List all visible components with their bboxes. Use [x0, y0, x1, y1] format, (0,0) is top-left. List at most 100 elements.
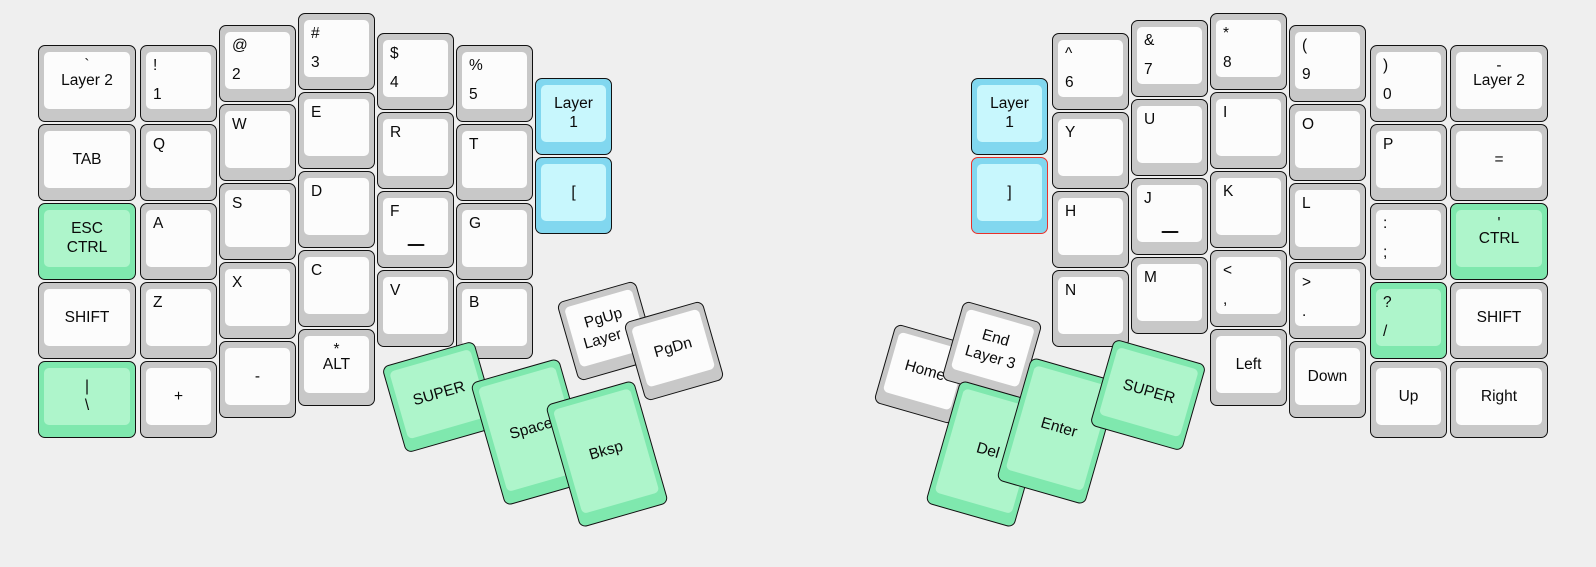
key-[interactable]: [: [535, 157, 612, 234]
key-label: I: [1223, 104, 1228, 121]
key-label: 6: [1065, 74, 1074, 92]
key-layer-1[interactable]: Layer 1: [535, 78, 612, 155]
key-t[interactable]: T: [456, 124, 533, 201]
key-9[interactable]: (9: [1289, 25, 1366, 102]
key-face: K: [1216, 178, 1281, 235]
thumb-key-bksp[interactable]: Bksp: [545, 379, 669, 529]
key-label: 1: [153, 86, 162, 104]
key-ctrl[interactable]: 'CTRL: [1450, 203, 1548, 280]
key-u[interactable]: U: [1131, 99, 1208, 176]
key-2[interactable]: @2: [219, 25, 296, 102]
key-face: ESC CTRL: [44, 210, 130, 267]
key-1[interactable]: !1: [140, 45, 217, 122]
key-[interactable]: >.: [1289, 262, 1366, 339]
key-[interactable]: +: [140, 361, 217, 438]
key-face: ?/: [1376, 289, 1441, 346]
key-face: P: [1376, 131, 1441, 188]
key-shift[interactable]: SHIFT: [1450, 282, 1548, 359]
key-face: >.: [1295, 269, 1360, 326]
key-face: B: [462, 289, 527, 346]
key-d[interactable]: D: [298, 171, 375, 248]
key-label: 7: [1144, 61, 1153, 79]
key-label: >: [1302, 274, 1312, 291]
key-label: ': [1497, 215, 1501, 232]
key-[interactable]: ?/: [1370, 282, 1447, 359]
key-layer-2[interactable]: `Layer 2: [38, 45, 136, 122]
key-right[interactable]: Right: [1450, 361, 1548, 438]
key-layer-1[interactable]: Layer 1: [971, 78, 1048, 155]
key-label: Layer 1: [990, 94, 1029, 132]
key-8[interactable]: *8: [1210, 13, 1287, 90]
key-shift[interactable]: SHIFT: [38, 282, 136, 359]
key-n[interactable]: N: [1052, 270, 1129, 347]
key-5[interactable]: %5: [456, 45, 533, 122]
key-3[interactable]: #3: [298, 13, 375, 90]
key-[interactable]: -: [219, 341, 296, 418]
key-e[interactable]: E: [298, 92, 375, 169]
key-z[interactable]: Z: [140, 282, 217, 359]
key-label: &: [1144, 32, 1155, 49]
key-c[interactable]: C: [298, 250, 375, 327]
key-esc-ctrl[interactable]: ESC CTRL: [38, 203, 136, 280]
key-label: End Layer 3: [963, 326, 1018, 373]
key-label: Enter: [1038, 414, 1080, 441]
key-up[interactable]: Up: [1370, 361, 1447, 438]
key-i[interactable]: I: [1210, 92, 1287, 169]
key-label: :: [1383, 215, 1388, 232]
key-label: M: [1144, 269, 1157, 286]
key-[interactable]: | \: [38, 361, 136, 438]
key-label: 8: [1223, 54, 1232, 72]
key-l[interactable]: L: [1289, 183, 1366, 260]
key-v[interactable]: V: [377, 270, 454, 347]
key-[interactable]: ]: [971, 157, 1048, 234]
key-[interactable]: =: [1450, 124, 1548, 201]
key-face: E: [304, 99, 369, 156]
key-face: M: [1137, 264, 1202, 321]
key-a[interactable]: A: [140, 203, 217, 280]
key-f[interactable]: F: [377, 191, 454, 268]
key-j[interactable]: J: [1131, 178, 1208, 255]
key-face: X: [225, 269, 290, 326]
key-o[interactable]: O: [1289, 104, 1366, 181]
key-label: -: [254, 367, 261, 385]
key-label: *: [1223, 25, 1230, 42]
key-label: N: [1065, 282, 1077, 299]
key-y[interactable]: Y: [1052, 112, 1129, 189]
key-0[interactable]: )0: [1370, 45, 1447, 122]
key-label: X: [232, 274, 243, 291]
key-layer-2[interactable]: -Layer 2: [1450, 45, 1548, 122]
key-r[interactable]: R: [377, 112, 454, 189]
key-face: @2: [225, 32, 290, 89]
key-[interactable]: :;: [1370, 203, 1447, 280]
key-left[interactable]: Left: [1210, 329, 1287, 406]
key-label: W: [232, 116, 247, 133]
key-label: S: [232, 195, 243, 212]
key-x[interactable]: X: [219, 262, 296, 339]
key-label: Down: [1307, 367, 1348, 385]
key-4[interactable]: $4: [377, 33, 454, 110]
key-label: ESC CTRL: [66, 219, 108, 257]
key-q[interactable]: Q: [140, 124, 217, 201]
key-label: Left: [1235, 355, 1262, 373]
key-h[interactable]: H: [1052, 191, 1129, 268]
key-k[interactable]: K: [1210, 171, 1287, 248]
key-tab[interactable]: TAB: [38, 124, 136, 201]
key-7[interactable]: &7: [1131, 20, 1208, 97]
key-label: ^: [1065, 45, 1073, 62]
key-face: [: [541, 164, 606, 221]
key-m[interactable]: M: [1131, 257, 1208, 334]
key-w[interactable]: W: [219, 104, 296, 181]
key-down[interactable]: Down: [1289, 341, 1366, 418]
key-label: SHIFT: [1476, 308, 1522, 326]
key-label: ,: [1223, 291, 1228, 309]
key-6[interactable]: ^6: [1052, 33, 1129, 110]
key-p[interactable]: P: [1370, 124, 1447, 201]
key-alt[interactable]: *ALT: [298, 329, 375, 406]
key-face: !1: [146, 52, 211, 109]
key-s[interactable]: S: [219, 183, 296, 260]
key-[interactable]: <,: [1210, 250, 1287, 327]
key-label: D: [311, 183, 323, 200]
key-face: V: [383, 277, 448, 334]
key-g[interactable]: G: [456, 203, 533, 280]
thumb-key-super[interactable]: SUPER: [1089, 338, 1207, 452]
